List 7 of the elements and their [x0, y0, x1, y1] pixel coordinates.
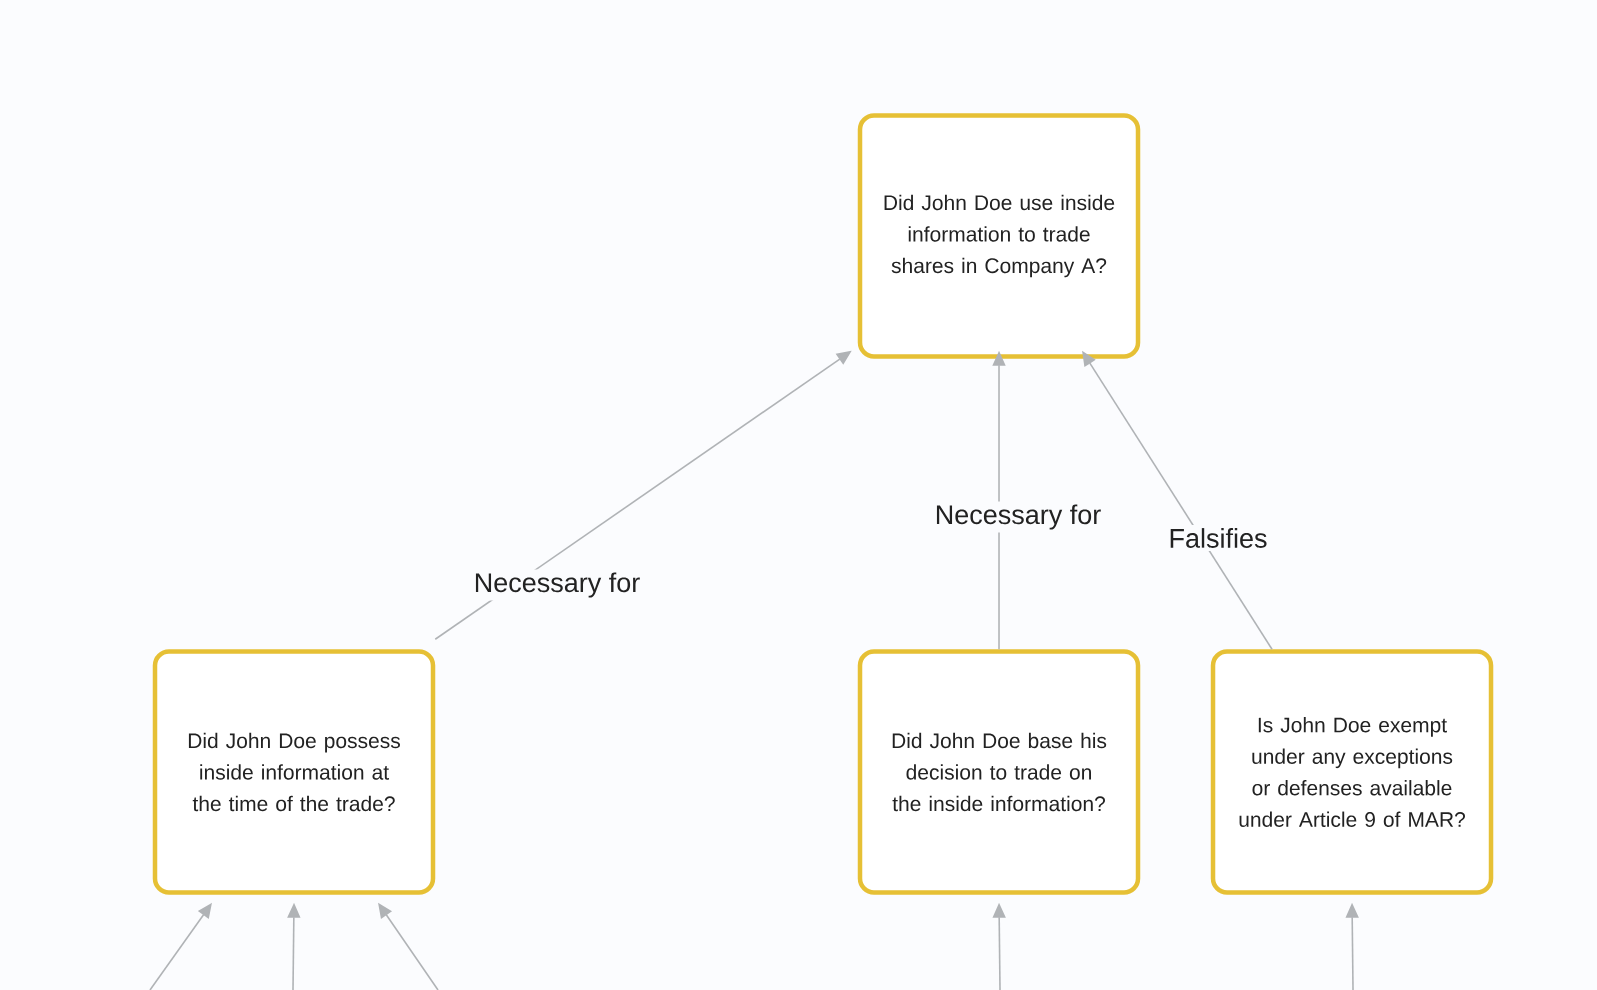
edge-label: Falsifies [1165, 525, 1271, 551]
question-box: Did John Doe use inside information to trade shares in Company A? [857, 113, 1141, 359]
question-box: Is John Doe exempt under any exceptions or defenses available under Article 9 of MAR? [1210, 649, 1494, 895]
question-box: Did John Doe base his decision to trade on the inside information? [857, 649, 1141, 895]
edge-label: Necessary for [470, 569, 644, 601]
edge-label: Necessary for [931, 501, 1105, 533]
question-box: Did John Doe possess inside information at the time of the trade? [152, 649, 436, 895]
